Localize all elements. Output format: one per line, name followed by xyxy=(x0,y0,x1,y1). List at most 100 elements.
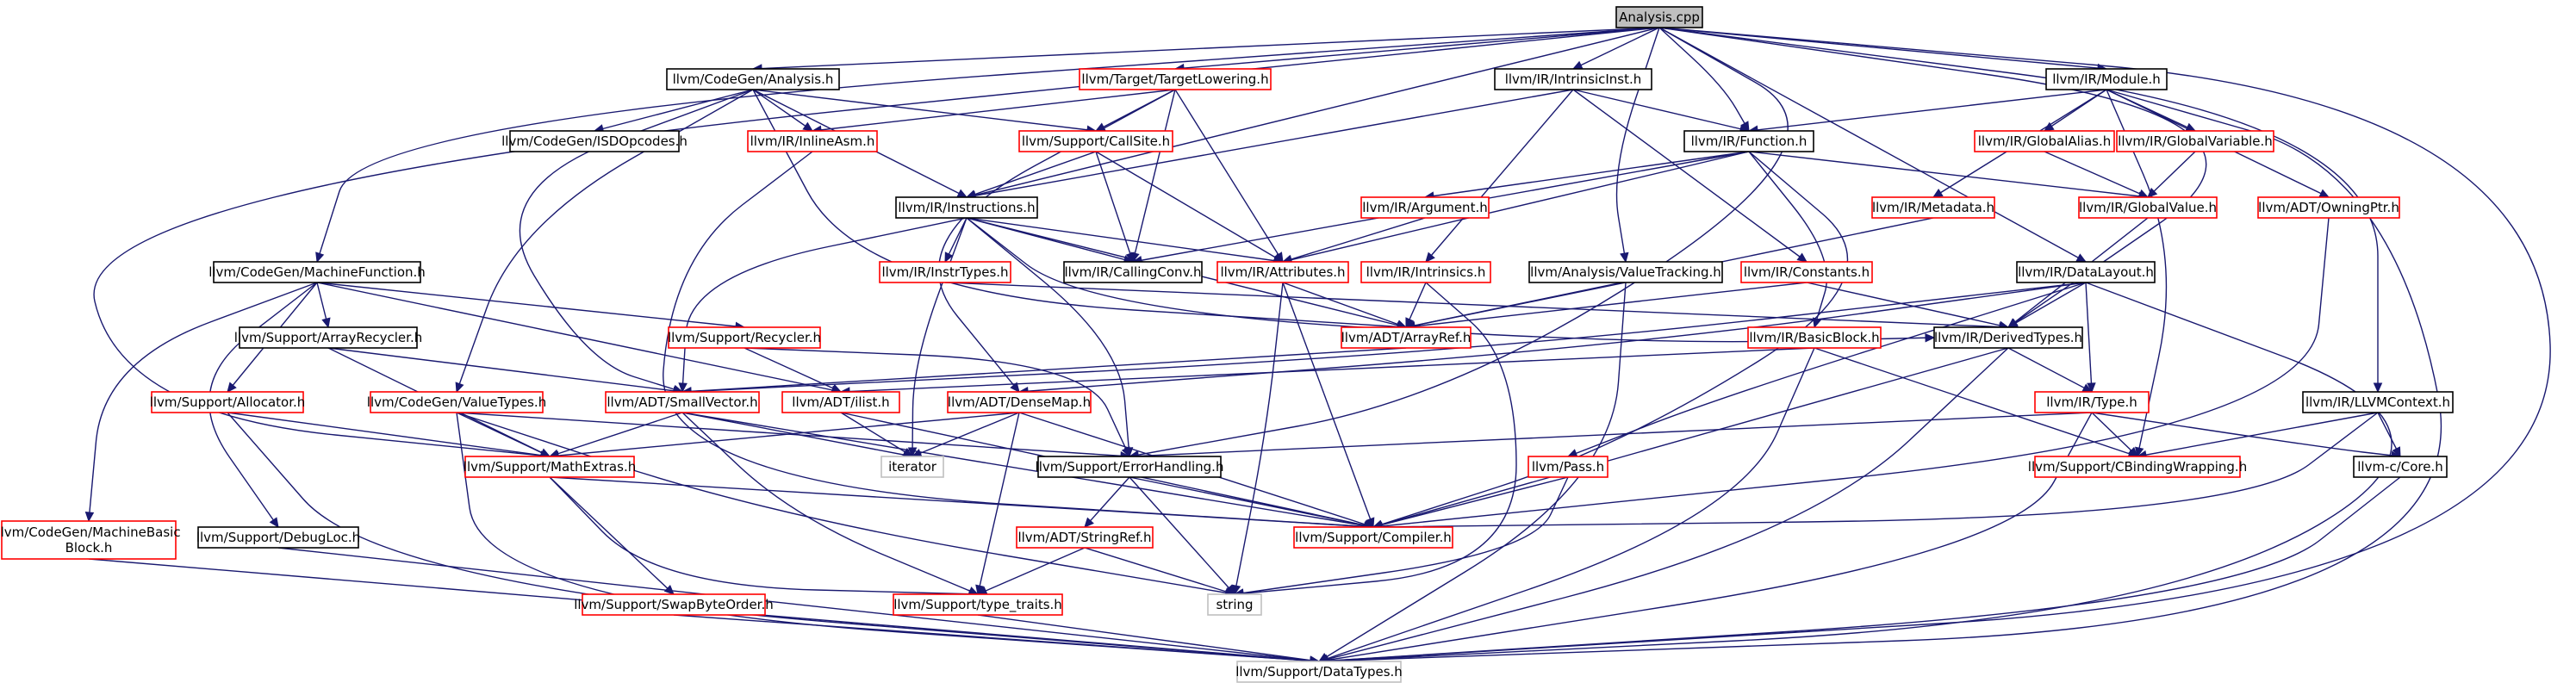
include-edge xyxy=(1281,217,1426,264)
node-box xyxy=(213,261,421,283)
node-valuetracking-h[interactable]: llvm/Analysis/ValueTracking.h xyxy=(1528,261,1723,283)
include-edge xyxy=(1282,282,1375,529)
edge-arrowhead xyxy=(2137,189,2150,198)
include-edge xyxy=(1317,347,2009,664)
node-box xyxy=(582,593,766,616)
include-edge xyxy=(1566,282,2087,458)
node-machinefunction-h[interactable]: llvm/CodeGen/MachineFunction.h xyxy=(208,261,426,283)
node-type-traits-h[interactable]: llvm/Support/type_traits.h xyxy=(893,593,1063,616)
node-box xyxy=(781,391,900,413)
node-datalayout-h[interactable]: llvm/IR/DataLayout.h xyxy=(2016,261,2156,283)
node-densemap-h[interactable]: llvm/ADT/DenseMap.h xyxy=(947,391,1092,413)
node-target-lowering-h[interactable]: llvm/Target/TargetLowering.h xyxy=(1079,68,1272,90)
include-edge xyxy=(1748,151,1828,329)
include-edge xyxy=(2377,412,2401,458)
node-isdopcodes-h[interactable]: llvm/CodeGen/ISDOpcodes.h xyxy=(501,130,688,152)
node-recycler-h[interactable]: llvm/Support/Recycler.h xyxy=(668,326,821,349)
include-edge xyxy=(976,547,1086,595)
node-inlineasm-h[interactable]: llvm/IR/InlineAsm.h xyxy=(747,130,878,152)
node-type-h[interactable]: llvm/IR/Type.h xyxy=(2034,391,2150,413)
node-derivedtypes-h[interactable]: llvm/IR/DerivedTypes.h xyxy=(1933,326,2083,349)
node-label: llvm/IR/CallingConv.h xyxy=(1064,264,1201,280)
node-globalvariable-h[interactable]: llvm/IR/GlobalVariable.h xyxy=(2116,130,2274,152)
node-arrayref-h[interactable]: llvm/ADT/ArrayRef.h xyxy=(1341,326,1472,349)
node-errorhandling-h[interactable]: llvm/Support/ErrorHandling.h xyxy=(1036,456,1224,478)
include-edge xyxy=(1405,282,1427,329)
node-instructions-h[interactable]: llvm/IR/Instructions.h xyxy=(895,196,1038,219)
node-cbindingwrapping-h[interactable]: llvm/Support/CBindingWrapping.h xyxy=(2028,456,2247,478)
include-edge xyxy=(811,89,1176,135)
node-allocator-h[interactable]: llvm/Support/Allocator.h xyxy=(150,391,306,413)
include-edge xyxy=(1372,347,2009,530)
node-globalvalue-h[interactable]: llvm/IR/GlobalValue.h xyxy=(2078,196,2218,219)
node-label: llvm/IR/IntrinsicInst.h xyxy=(1505,71,1642,87)
node-box xyxy=(1236,661,1402,683)
edge-arrowhead xyxy=(678,382,688,394)
node-label: llvm/ADT/SmallVector.h xyxy=(607,394,757,410)
node-arrayrecycler-h[interactable]: llvm/Support/ArrayRecycler.h xyxy=(234,326,422,349)
node-box xyxy=(197,526,359,549)
node-debugloc-h[interactable]: llvm/Support/DebugLoc.h xyxy=(196,526,360,549)
node-swapbyteorder-h[interactable]: llvm/Support/SwapByteOrder.h xyxy=(574,593,774,616)
include-edge xyxy=(2147,151,2196,198)
node-ilist-h[interactable]: llvm/ADT/ilist.h xyxy=(781,391,900,413)
node-intrinsicinst-h[interactable]: llvm/IR/IntrinsicInst.h xyxy=(1494,68,1652,90)
node-basicblock-h[interactable]: llvm/IR/BasicBlock.h xyxy=(1747,326,1882,349)
edge-arrowhead xyxy=(2318,189,2330,198)
node-string: string xyxy=(1207,593,1262,616)
include-edge xyxy=(549,476,675,595)
include-edge xyxy=(227,412,1321,666)
node-iterator: iterator xyxy=(880,456,944,478)
node-label: llvm/Support/ArrayRecycler.h xyxy=(234,330,422,345)
node-valuetypes-h[interactable]: llvm/CodeGen/ValueTypes.h xyxy=(367,391,546,413)
node-box xyxy=(1063,261,1203,283)
node-metadata-h[interactable]: llvm/IR/Metadata.h xyxy=(1871,196,1995,219)
include-edge xyxy=(678,217,968,394)
node-box xyxy=(605,391,760,413)
node-intrinsics-h[interactable]: llvm/IR/Intrinsics.h xyxy=(1360,261,1491,283)
node-attributes-h[interactable]: llvm/IR/Attributes.h xyxy=(1216,261,1349,283)
include-edge xyxy=(1317,476,2401,666)
include-edge xyxy=(944,217,968,264)
node-box xyxy=(464,456,635,478)
node-smallvector-h[interactable]: llvm/ADT/SmallVector.h xyxy=(605,391,760,413)
node-instrtypes-h[interactable]: llvm/IR/InstrTypes.h xyxy=(879,261,1011,283)
node-box xyxy=(947,391,1092,413)
node-label: llvm/Support/Recycler.h xyxy=(668,330,821,345)
node-codegen-analysis-h[interactable]: llvm/CodeGen/Analysis.h xyxy=(666,68,840,90)
node-function-h[interactable]: llvm/IR/Function.h xyxy=(1683,130,1814,152)
include-edge xyxy=(315,27,1660,264)
node-module-h[interactable]: llvm/IR/Module.h xyxy=(2045,68,2168,90)
node-owningptr-h[interactable]: llvm/ADT/OwningPtr.h xyxy=(2257,196,2400,219)
node-compiler-h[interactable]: llvm/Support/Compiler.h xyxy=(1293,526,1453,549)
node-label: llvm/Target/TargetLowering.h xyxy=(1081,71,1268,87)
node-core-h[interactable]: llvm-c/Core.h xyxy=(2353,456,2448,478)
edge-arrowhead xyxy=(1405,317,1415,329)
node-mathextras-h[interactable]: llvm/Support/MathExtras.h xyxy=(464,456,636,478)
include-edge xyxy=(965,151,1097,199)
node-callingconv-h[interactable]: llvm/IR/CallingConv.h xyxy=(1063,261,1203,283)
node-box xyxy=(1615,6,1703,28)
node-datatypes-h: llvm/Support/DataTypes.h xyxy=(1235,661,1403,683)
node-stringref-h[interactable]: llvm/ADT/StringRef.h xyxy=(1016,526,1154,549)
node-globalalias-h[interactable]: llvm/IR/GlobalAlias.h xyxy=(1974,130,2115,152)
include-edge xyxy=(1572,89,1751,133)
include-edge xyxy=(1615,27,1660,264)
include-edge xyxy=(455,89,754,394)
include-edge xyxy=(2007,282,2087,328)
include-edge xyxy=(1572,89,1808,263)
edge-arrowhead xyxy=(802,121,814,132)
edge-arrowhead xyxy=(1620,251,1629,264)
node-box xyxy=(666,68,840,90)
node-argument-h[interactable]: llvm/IR/Argument.h xyxy=(1360,196,1490,219)
node-box xyxy=(2016,261,2156,283)
node-label: llvm/IR/Attributes.h xyxy=(1220,264,1345,280)
node-callsite-h[interactable]: llvm/Support/CallSite.h xyxy=(1018,130,1173,152)
node-box xyxy=(1037,456,1222,478)
include-edge xyxy=(966,217,1936,343)
node-pass-h[interactable]: llvm/Pass.h xyxy=(1528,456,1608,478)
node-llvmcontext-h[interactable]: llvm/IR/LLVMContext.h xyxy=(2302,391,2454,413)
node-constants-h[interactable]: llvm/IR/Constants.h xyxy=(1740,261,1873,283)
